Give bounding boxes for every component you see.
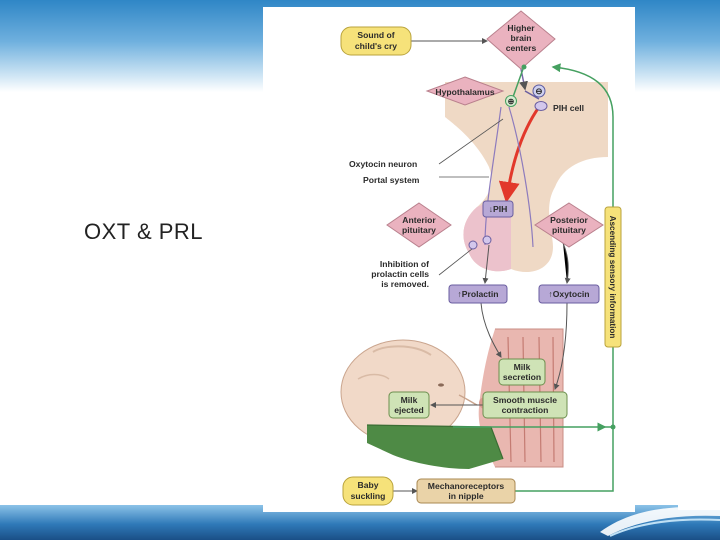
inhibition-line-2: prolactin cells (371, 269, 429, 279)
node-sound-line-2: child's cry (355, 41, 397, 51)
plus-circle (505, 95, 517, 107)
anterior-line-2: pituitary (402, 225, 436, 235)
node-smooth-muscle-contraction: Smooth muscle contraction (482, 391, 568, 419)
prolactin-cell-1 (468, 240, 478, 250)
node-hypothalamus: Hypothalamus (425, 76, 505, 106)
node-posterior-pituitary: Posterior pituitary (534, 202, 604, 248)
anterior-line-1: Anterior (402, 215, 436, 225)
node-higher-line-1: Higher (507, 23, 535, 33)
milk-ejected-line-1: Milk (401, 395, 418, 405)
oxytocin-neuron-label: Oxytocin neuron (349, 159, 417, 169)
mechanoreceptors-line-2: in nipple (448, 491, 484, 501)
milk-secretion-line-1: Milk (514, 362, 531, 372)
node-anterior-pituitary: Anterior pituitary (386, 202, 452, 248)
diagram-canvas: Sound of child's cry Higher brain center… (340, 10, 622, 506)
node-prolactin-increase: ↑Prolactin (448, 284, 508, 304)
node-sound-line-1: Sound of (357, 30, 394, 40)
lactation-reflex-diagram: Sound of child's cry Higher brain center… (263, 7, 635, 512)
posterior-line-2: pituitary (552, 225, 586, 235)
node-milk-secretion: Milk secretion (498, 358, 546, 386)
node-hypothalamus-label: Hypothalamus (435, 87, 494, 97)
node-oxytocin-increase: ↑Oxytocin (538, 284, 600, 304)
node-baby-suckling: Baby suckling (342, 476, 394, 506)
prolactin-label: ↑Prolactin (457, 289, 498, 299)
milk-ejected-line-2: ejected (394, 405, 424, 415)
ascending-label: Ascending sensory information (608, 216, 617, 339)
prolactin-cell-2 (482, 235, 492, 245)
receptor-dot-upper (521, 64, 527, 70)
oxytocin-label: ↑Oxytocin (548, 289, 589, 299)
baby-suckling-line-2: suckling (351, 491, 386, 501)
posterior-line-1: Posterior (550, 215, 588, 225)
portal-system-label: Portal system (363, 175, 420, 185)
ascending-sensory-path (551, 63, 614, 427)
node-milk-ejected: Milk ejected (388, 391, 430, 419)
minus-circle (532, 84, 546, 98)
inhibition-line-1: Inhibition of (380, 259, 429, 269)
minus-sign: ⊖ (535, 86, 542, 96)
smooth-muscle-line-2: contraction (502, 405, 549, 415)
node-ascending-sensory-information: Ascending sensory information (604, 206, 622, 348)
footer-swoosh-graphic (600, 470, 720, 537)
node-higher-line-2: brain (510, 33, 531, 43)
slide-title: OXT & PRL (84, 219, 204, 244)
plus-sign: ⊕ (508, 97, 515, 106)
mechanoreceptors-line-1: Mechanoreceptors (428, 481, 505, 491)
node-higher-line-3: centers (506, 43, 537, 53)
milk-secretion-line-2: secretion (503, 372, 541, 382)
baby-suckling-line-1: Baby (357, 480, 378, 490)
smooth-muscle-line-1: Smooth muscle (493, 395, 557, 405)
node-pih-decrease: ↓PIH (482, 200, 514, 218)
node-sound-of-childs-cry: Sound of child's cry (340, 26, 412, 56)
pih-decrease-label: ↓PIH (489, 204, 508, 214)
pih-cell-body (534, 101, 548, 111)
receptor-dot-lower (610, 424, 616, 430)
node-mechanoreceptors-in-nipple: Mechanoreceptors in nipple (416, 478, 516, 504)
pih-cell-label: PIH cell (553, 103, 584, 113)
inhibition-line-3: is removed. (381, 279, 429, 289)
node-higher-brain-centers: Higher brain centers (486, 10, 556, 70)
